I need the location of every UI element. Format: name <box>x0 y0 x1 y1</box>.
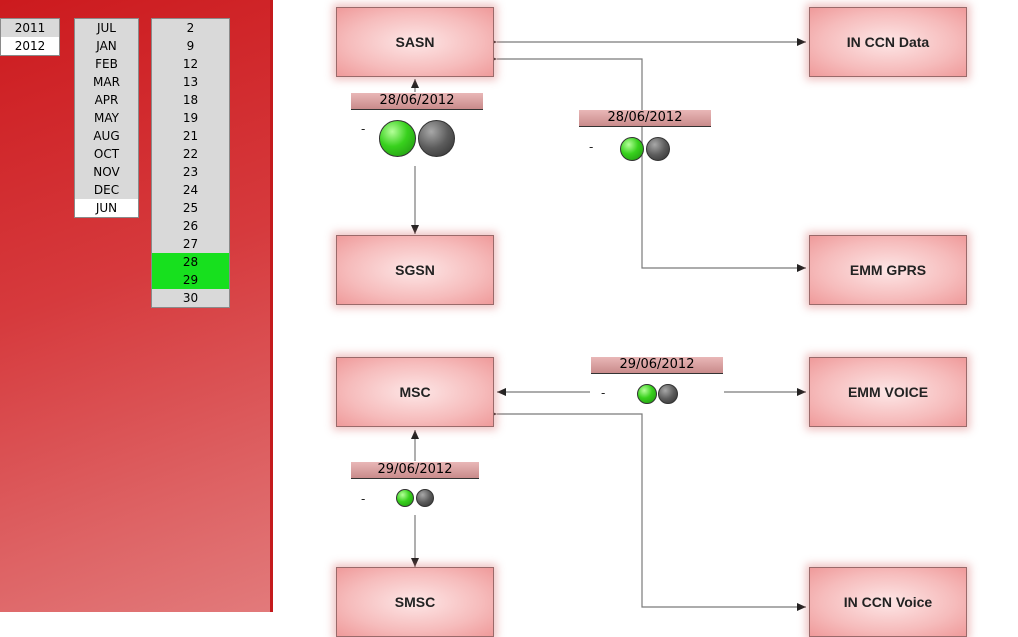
status-lamp-green-icon <box>620 137 644 161</box>
node-sgsn[interactable]: SGSN <box>336 235 494 305</box>
status-lamp-green-icon <box>637 384 657 404</box>
connector-msc-in-ccn-voice <box>488 410 806 611</box>
month-option[interactable]: AUG <box>93 129 120 143</box>
month-option[interactable]: NOV <box>93 165 120 179</box>
status-lamp-green-icon <box>379 120 416 157</box>
sidebar-edge <box>270 0 273 612</box>
month-option[interactable]: OCT <box>93 147 120 161</box>
status-dash: - <box>601 386 606 400</box>
status-date: 28/06/2012 <box>579 110 711 127</box>
node-sasn[interactable]: SASN <box>336 7 494 77</box>
node-msc[interactable]: MSC <box>336 357 494 427</box>
month-option[interactable]: MAY <box>94 111 119 125</box>
status-panel-msc-smsc: 29/06/2012 - <box>351 462 479 512</box>
day-option[interactable]: 27 <box>182 237 199 251</box>
year-option[interactable]: 2012 <box>1 37 59 55</box>
month-option[interactable]: FEB <box>95 57 118 71</box>
connector-lines <box>411 38 806 611</box>
status-dash: - <box>589 140 594 154</box>
month-option[interactable]: DEC <box>93 183 120 197</box>
month-option[interactable]: JUN <box>75 199 138 217</box>
day-option[interactable]: 30 <box>182 291 199 305</box>
day-option[interactable]: 21 <box>182 129 199 143</box>
month-option[interactable]: APR <box>94 93 119 107</box>
status-lamp-gray-icon <box>646 137 670 161</box>
status-panel-msc-emm-voice: 29/06/2012 - <box>591 357 723 407</box>
month-option[interactable]: JUL <box>96 21 116 35</box>
day-option[interactable]: 12 <box>182 57 199 71</box>
status-panel-sasn-emm-gprs: 28/06/2012 - <box>579 110 711 162</box>
status-lamp-gray-icon <box>418 120 455 157</box>
day-option[interactable]: 2 <box>186 21 195 35</box>
status-dash: - <box>361 492 366 506</box>
day-option[interactable]: 23 <box>182 165 199 179</box>
node-in-ccn-voice[interactable]: IN CCN Voice <box>809 567 967 637</box>
status-date: 29/06/2012 <box>351 462 479 479</box>
status-lamp-green-icon <box>396 489 414 507</box>
day-option[interactable]: 18 <box>182 93 199 107</box>
status-dash: - <box>361 122 366 136</box>
year-list: 2011 2012 <box>0 18 60 56</box>
day-option[interactable]: 28 <box>152 253 229 271</box>
month-option[interactable]: JAN <box>96 39 117 53</box>
day-option[interactable]: 25 <box>182 201 199 215</box>
node-smsc[interactable]: SMSC <box>336 567 494 637</box>
status-date: 28/06/2012 <box>351 93 483 110</box>
month-list: JUL JAN FEB MAR APR MAY AUG OCT NOV DEC JUN <box>74 18 139 218</box>
day-option[interactable]: 29 <box>152 271 229 289</box>
node-emm-gprs[interactable]: EMM GPRS <box>809 235 967 305</box>
day-option[interactable]: 9 <box>186 39 195 53</box>
node-in-ccn-data[interactable]: IN CCN Data <box>809 7 967 77</box>
status-panel-sasn-sgsn: 28/06/2012 - <box>351 93 483 163</box>
day-option[interactable]: 22 <box>182 147 199 161</box>
status-date: 29/06/2012 <box>591 357 723 374</box>
status-lamp-gray-icon <box>416 489 434 507</box>
day-option[interactable]: 13 <box>182 75 199 89</box>
day-option[interactable]: 24 <box>182 183 199 197</box>
day-option[interactable]: 19 <box>182 111 199 125</box>
day-option[interactable]: 26 <box>182 219 199 233</box>
year-option[interactable]: 2011 <box>14 21 46 35</box>
node-emm-voice[interactable]: EMM VOICE <box>809 357 967 427</box>
status-lamp-gray-icon <box>658 384 678 404</box>
month-option[interactable]: MAR <box>93 75 120 89</box>
connector-sasn-emm-gprs <box>488 55 806 272</box>
